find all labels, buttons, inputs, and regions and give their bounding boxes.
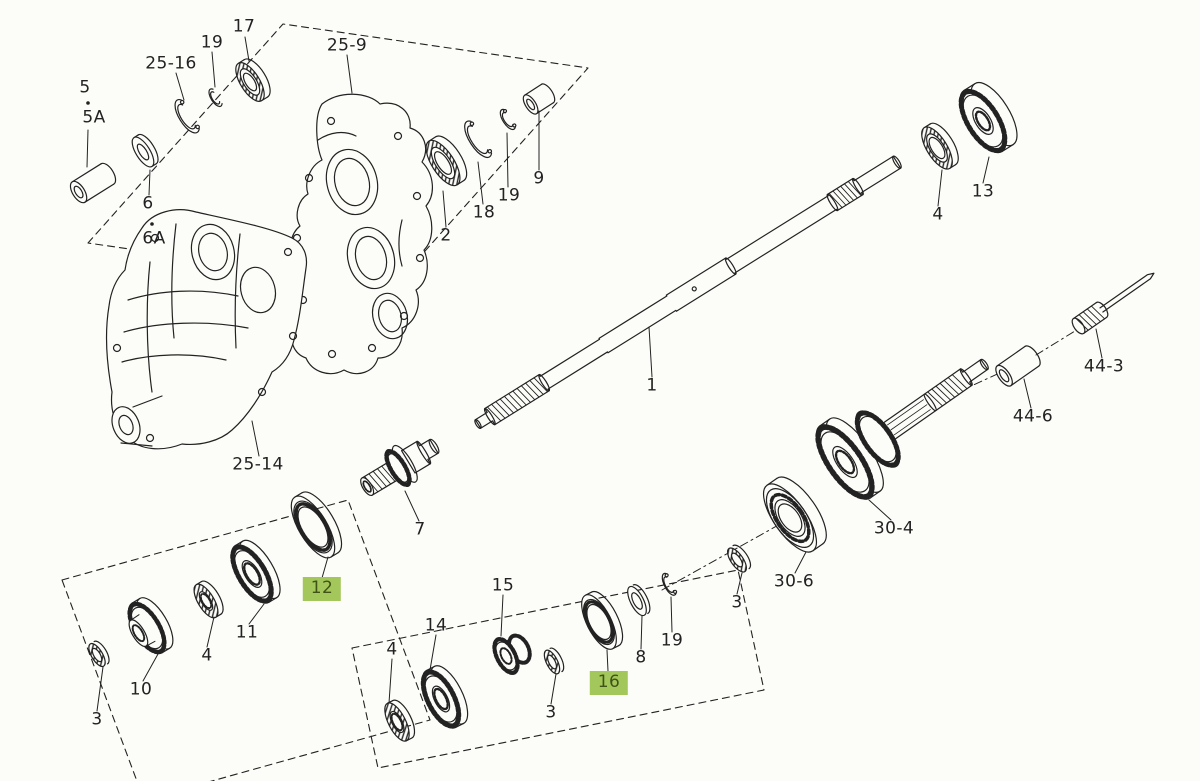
part-1-mainshaft-drawing bbox=[474, 155, 902, 429]
part-label-25-9[interactable]: 25-9 bbox=[326, 35, 368, 56]
part-label-44-3[interactable]: 44-3 bbox=[1083, 356, 1125, 377]
part-label-13[interactable]: 13 bbox=[971, 181, 995, 202]
part-label-16[interactable]: 16 bbox=[589, 671, 629, 695]
part-label-5a[interactable]: 5A bbox=[82, 107, 106, 128]
part-2-bearing-drawing bbox=[425, 135, 468, 187]
part-label-30-6[interactable]: 30-6 bbox=[773, 571, 815, 592]
part-label-4-left[interactable]: 4 bbox=[201, 645, 213, 666]
part-19-snapring-drawing-bottom bbox=[661, 572, 678, 596]
part-19-snapring-drawing-top-mid bbox=[499, 108, 517, 131]
part-25-16-snapring-drawing bbox=[174, 98, 200, 134]
part-8-washer-drawing bbox=[627, 584, 651, 617]
part-label-3-right[interactable]: 3 bbox=[731, 592, 743, 613]
part-label-30-4[interactable]: 30-4 bbox=[873, 518, 915, 539]
part-label-2[interactable]: 2 bbox=[440, 225, 452, 246]
part-30-6-bearing-drawing bbox=[762, 476, 827, 553]
part-10-gear-drawing bbox=[127, 597, 174, 655]
part-4-bearing-drawing-left bbox=[193, 580, 224, 619]
part-label-3-bottom[interactable]: 3 bbox=[545, 702, 557, 723]
dashed-box-lower-left bbox=[61, 499, 431, 781]
part-11-gear-drawing bbox=[230, 539, 281, 604]
part-9-collar-drawing bbox=[522, 83, 556, 115]
part-44-6-collar-drawing bbox=[995, 345, 1041, 387]
part-label-44-6[interactable]: 44-6 bbox=[1012, 406, 1054, 427]
part-label-19-top-mid[interactable]: 19 bbox=[497, 185, 521, 206]
part-label-17[interactable]: 17 bbox=[232, 16, 256, 37]
part-13-gear-drawing bbox=[958, 81, 1018, 154]
part-label-4-bottom[interactable]: 4 bbox=[386, 639, 398, 660]
part-6-washer-drawing bbox=[131, 133, 159, 168]
part-label-6a[interactable]: 6A bbox=[142, 228, 166, 249]
callout-dot bbox=[150, 222, 154, 226]
part-4-bearing-drawing-top bbox=[921, 122, 959, 170]
part-label-4-top-right[interactable]: 4 bbox=[932, 204, 944, 225]
part-3-ring-drawing-right bbox=[726, 544, 752, 573]
part-label-19-top-left[interactable]: 19 bbox=[200, 32, 224, 53]
part-16-synchro-ring-drawing bbox=[581, 590, 624, 650]
part-label-1[interactable]: 1 bbox=[646, 375, 658, 396]
part-label-11[interactable]: 11 bbox=[235, 622, 259, 643]
part-label-10[interactable]: 10 bbox=[129, 679, 153, 700]
callout-dot bbox=[86, 101, 90, 105]
part-label-3-left[interactable]: 3 bbox=[91, 709, 103, 730]
part-label-18[interactable]: 18 bbox=[472, 202, 496, 223]
part-17-bearing-drawing bbox=[235, 58, 271, 102]
part-label-5[interactable]: 5 bbox=[79, 77, 91, 98]
part-label-12[interactable]: 12 bbox=[302, 577, 342, 601]
part-label-14[interactable]: 14 bbox=[424, 615, 448, 636]
part-18-snapring-drawing bbox=[464, 120, 493, 159]
part-25-9-cover-drawing bbox=[284, 93, 433, 375]
part-label-8[interactable]: 8 bbox=[635, 647, 647, 668]
part-44-3-spline-drawing bbox=[1071, 272, 1155, 335]
part-12-synchro-ring-drawing bbox=[290, 491, 343, 559]
part-7-gearshaft-drawing bbox=[360, 438, 440, 497]
part-3-ring-drawing-left bbox=[88, 640, 110, 668]
part-label-25-14[interactable]: 25-14 bbox=[232, 454, 284, 475]
part-label-7[interactable]: 7 bbox=[414, 519, 426, 540]
part-label-6[interactable]: 6 bbox=[142, 193, 154, 214]
callout-dots bbox=[86, 101, 154, 226]
part-14-gear-drawing bbox=[420, 665, 469, 729]
part-15-gear-drawing bbox=[492, 633, 532, 675]
part-30-4-cluster-drawing bbox=[815, 358, 989, 500]
leader-lines bbox=[86, 36, 1103, 712]
part-19-snapring-drawing-top-left bbox=[208, 88, 223, 108]
part-3-ring-drawing-bottom bbox=[543, 647, 565, 675]
part-4-hub-drawing-bottom bbox=[384, 699, 416, 742]
part-25-14-case-drawing bbox=[106, 209, 308, 450]
part-label-25-16[interactable]: 25-16 bbox=[145, 53, 197, 74]
shaft-spline-hatching bbox=[486, 181, 862, 422]
part-label-9[interactable]: 9 bbox=[533, 168, 545, 189]
part-label-15[interactable]: 15 bbox=[491, 575, 515, 596]
dashed-box-bottom-center bbox=[351, 569, 765, 769]
part-label-19-bottom[interactable]: 19 bbox=[660, 630, 684, 651]
part-5-collar-drawing bbox=[69, 162, 117, 204]
